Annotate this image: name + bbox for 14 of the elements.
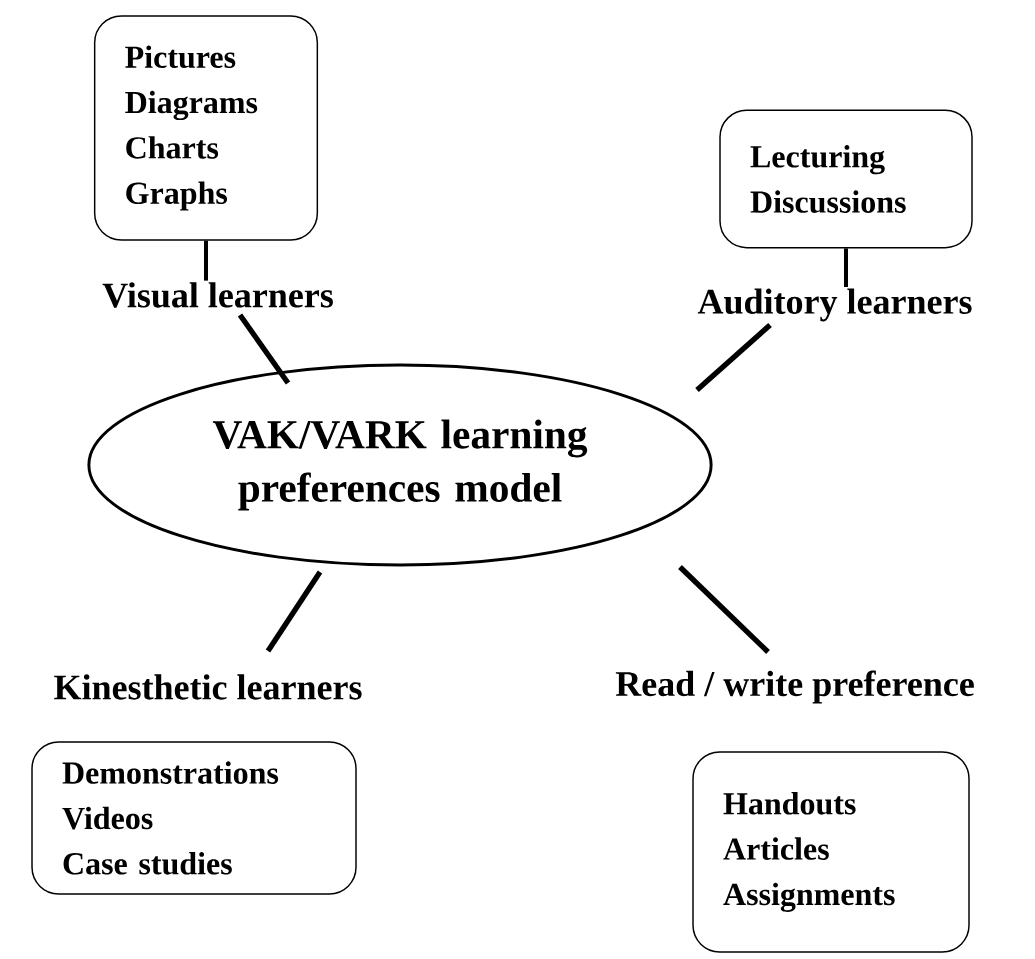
list-box: Handouts Articles Assignments	[692, 751, 970, 953]
category-label: Kinesthetic learners	[54, 674, 362, 700]
connector-line	[237, 313, 291, 385]
connector-line	[844, 248, 848, 287]
list-box: Lecturing Discussions	[719, 109, 973, 249]
connector-line	[678, 565, 770, 654]
connector-line	[204, 240, 208, 281]
list-box: Pictures Diagrams Charts Graphs	[93, 15, 319, 241]
connector-line	[265, 570, 323, 653]
connector-line	[695, 323, 772, 392]
category-label: Visual learners	[102, 282, 333, 308]
category-label: Read / write preference	[615, 670, 974, 704]
category-label: Auditory learners	[697, 288, 972, 322]
list-box: Demonstrations Videos Case studies	[31, 741, 357, 895]
